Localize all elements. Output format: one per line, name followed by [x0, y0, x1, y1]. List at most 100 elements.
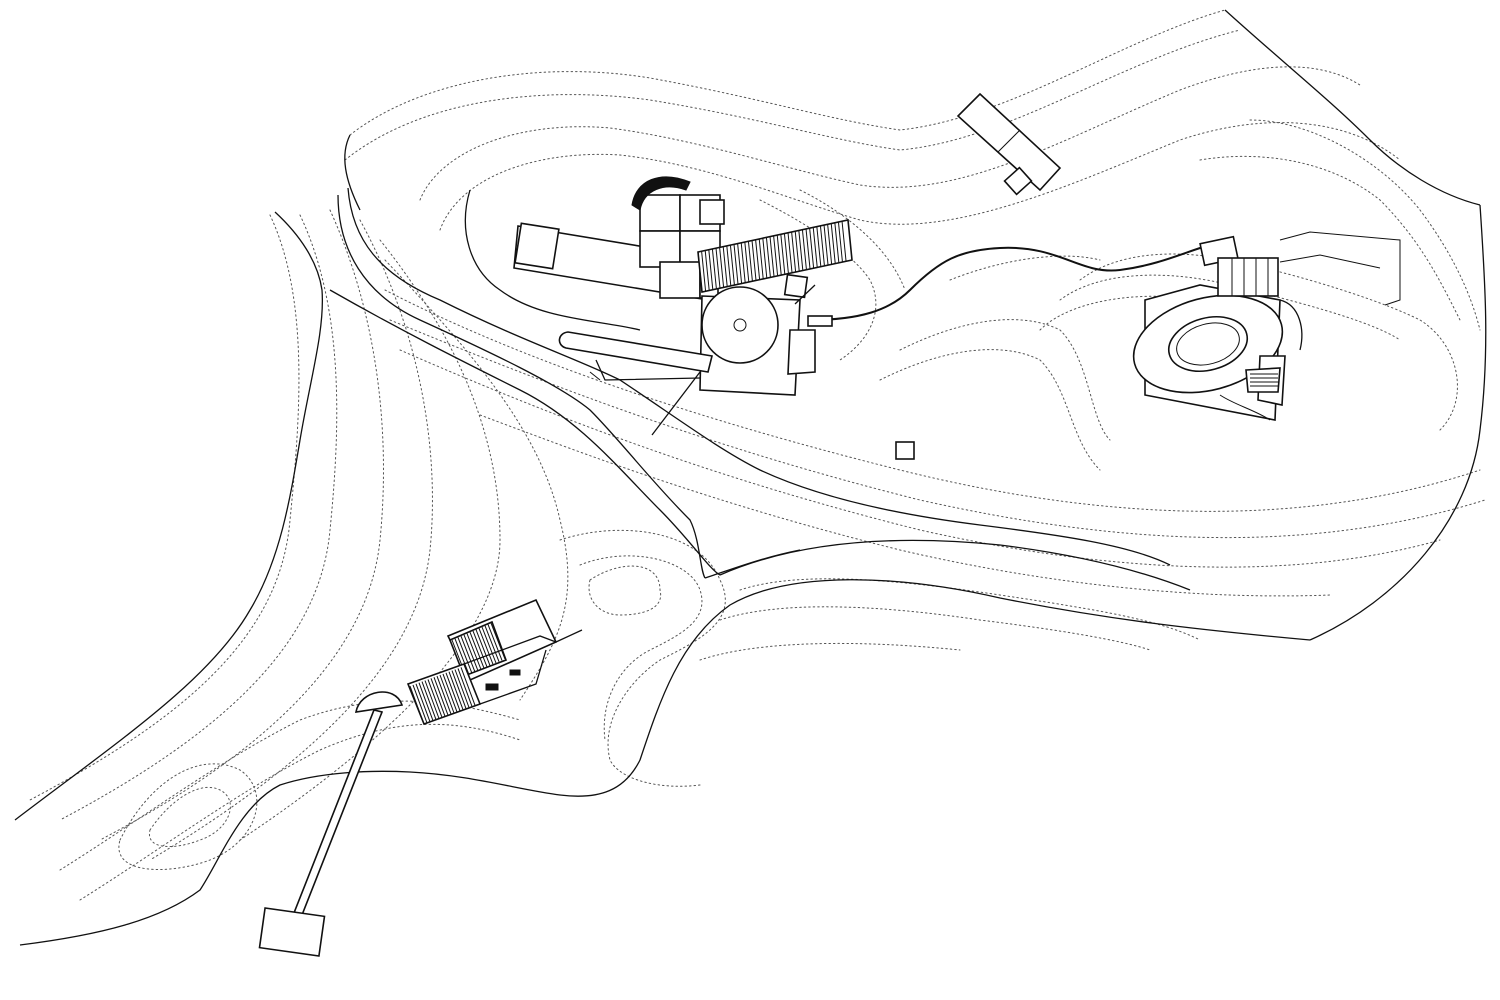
- main-house-curved-wall: [464, 189, 641, 331]
- shoreline-edge: [14, 211, 324, 821]
- hatch-line: [747, 241, 753, 282]
- hatch-line: [469, 632, 485, 669]
- pier-head: [355, 691, 404, 713]
- main-house-diagonal-wall: [595, 359, 701, 381]
- hatch-line: [436, 675, 452, 715]
- hatch-line: [827, 223, 833, 264]
- north-outbuilding-annex: [1003, 166, 1033, 196]
- east-pavilion-middle-ring: [1167, 316, 1249, 372]
- hatch-line: [442, 673, 458, 713]
- contour-line: [149, 219, 433, 861]
- hatch-line: [816, 226, 822, 267]
- main-house-wall: [589, 371, 601, 381]
- boathouse: [406, 598, 583, 726]
- contour-line: [118, 763, 258, 870]
- shoreline-edge: [1309, 204, 1487, 641]
- hatch-line: [769, 236, 775, 277]
- hatch-line: [708, 249, 714, 290]
- small-structure: [895, 441, 915, 460]
- hatch-line: [783, 233, 789, 274]
- east-pavilion-dark-stair: [1245, 367, 1281, 393]
- hatch-line: [834, 222, 840, 263]
- main-house-west-room: [514, 222, 560, 270]
- hatch-line: [719, 247, 725, 288]
- hatch-line: [711, 248, 717, 289]
- contour-line: [879, 349, 1101, 471]
- pier-platform: [258, 907, 326, 957]
- hatch-line: [466, 633, 482, 670]
- hatch-line: [809, 227, 815, 268]
- hatch-line: [481, 626, 497, 664]
- hatch-line: [484, 625, 500, 662]
- contour-line: [79, 723, 521, 901]
- east-pavilion-step-lines: [1231, 258, 1269, 296]
- hatch-line: [448, 671, 464, 710]
- access-road: [329, 187, 1191, 591]
- hatch-line: [801, 229, 807, 270]
- boathouse-wall: [479, 649, 547, 705]
- boathouse-dark-accent: [509, 669, 521, 676]
- contour-line: [1079, 253, 1458, 431]
- hatch-line: [765, 237, 771, 278]
- contour-line: [349, 9, 1226, 136]
- contour-line: [579, 555, 703, 741]
- road-edge: [704, 549, 801, 579]
- main-house-hatched-bridge: [697, 219, 853, 293]
- contour-line: [29, 214, 300, 801]
- hatch-line: [751, 240, 757, 281]
- east-pavilion-curved-stair: [1279, 299, 1303, 351]
- contour-line: [1199, 155, 1461, 321]
- hatch-line: [460, 635, 476, 673]
- main-house-wall: [794, 284, 816, 305]
- east-pavilion: [1132, 231, 1401, 421]
- north-outbuilding: [956, 92, 1062, 196]
- hatch-line: [773, 235, 779, 276]
- contour-line: [59, 700, 521, 871]
- boathouse-wall: [463, 629, 583, 665]
- hatch-line: [490, 622, 506, 660]
- hatch-line: [430, 678, 446, 717]
- hatch-line: [776, 234, 782, 275]
- road-edge: [347, 187, 1171, 566]
- hatch-line: [733, 244, 739, 285]
- hatch-line: [457, 637, 473, 674]
- contour-line: [559, 529, 726, 787]
- hatch-line: [722, 246, 728, 287]
- contour-line: [384, 289, 1481, 512]
- hatch-line: [755, 239, 761, 280]
- contour-line: [479, 414, 1331, 597]
- hatch-line: [412, 684, 428, 724]
- contour-line: [899, 319, 1111, 441]
- contour-lines: [29, 9, 1486, 901]
- east-pavilion-path: [1219, 394, 1271, 421]
- hatch-line: [424, 680, 440, 719]
- hatch-line: [454, 669, 470, 708]
- contour-line: [949, 255, 1101, 281]
- hatch-line: [837, 221, 843, 262]
- road-edge: [337, 194, 706, 579]
- hatch-line: [787, 232, 793, 273]
- hatch-line: [439, 674, 455, 714]
- hatch-line: [457, 668, 473, 707]
- hatch-line: [762, 237, 768, 279]
- contour-line: [239, 239, 501, 841]
- hatch-line: [433, 677, 449, 716]
- hatch-line: [460, 667, 476, 706]
- hatch-line: [451, 670, 467, 709]
- east-pavilion-terrace: [1279, 254, 1381, 269]
- pier: [258, 691, 404, 957]
- hatch-line: [841, 220, 847, 261]
- hatch-line: [794, 230, 800, 271]
- hatch-line: [740, 242, 746, 283]
- curved-footpath: [809, 244, 1211, 321]
- hatch-line: [744, 241, 750, 282]
- hatch-line: [812, 226, 818, 268]
- road-edge: [329, 289, 721, 576]
- east-pavilion-steps: [1217, 257, 1279, 297]
- hatch-line: [475, 629, 491, 666]
- contour-line: [344, 29, 1241, 161]
- hatch-line: [427, 679, 443, 718]
- hatch-line: [415, 683, 431, 722]
- hatch-line: [726, 245, 732, 286]
- hatch-line: [737, 243, 743, 284]
